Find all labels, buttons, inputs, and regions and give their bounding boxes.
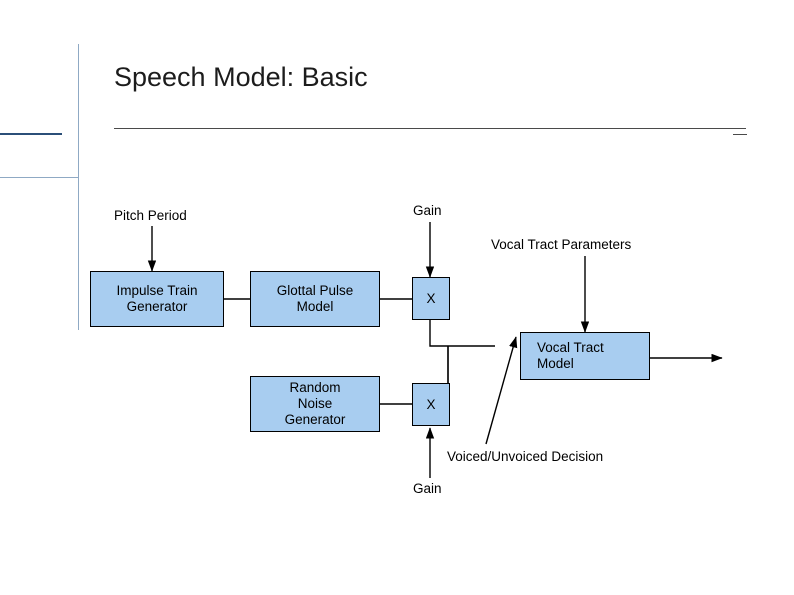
decoration-line-bottom <box>0 177 78 178</box>
block-impulse-train-generator-label: Impulse Train Generator <box>116 283 198 314</box>
page-title: Speech Model: Basic <box>114 62 368 92</box>
label-vocal-tract-parameters: Vocal Tract Parameters <box>491 237 632 252</box>
decoration-vertical-line <box>78 44 79 330</box>
block-vocal-tract-model-label: Vocal Tract Model <box>537 340 604 371</box>
title-underline <box>114 128 746 129</box>
block-random-noise-generator[interactable]: Random Noise Generator <box>250 376 380 432</box>
block-vocal-tract-model[interactable]: Vocal Tract Model <box>520 332 650 380</box>
block-impulse-train-generator[interactable]: Impulse Train Generator <box>90 271 224 327</box>
label-gain-bottom: Gain <box>413 481 442 496</box>
label-gain-top: Gain <box>413 203 442 218</box>
title-underline-tail <box>733 134 747 135</box>
label-voiced-unvoiced-decision: Voiced/Unvoiced Decision <box>447 449 604 464</box>
block-random-noise-generator-label: Random Noise Generator <box>284 380 346 427</box>
block-glottal-pulse-model-label: Glottal Pulse Model <box>276 283 354 314</box>
block-multiplier-unvoiced[interactable]: X <box>412 383 450 426</box>
block-multiplier-voiced[interactable]: X <box>412 277 450 320</box>
block-multiplier-unvoiced-label: X <box>426 396 436 412</box>
block-glottal-pulse-model[interactable]: Glottal Pulse Model <box>250 271 380 327</box>
decoration-line-top <box>0 133 62 135</box>
block-multiplier-voiced-label: X <box>426 290 436 306</box>
label-pitch-period: Pitch Period <box>114 208 187 223</box>
